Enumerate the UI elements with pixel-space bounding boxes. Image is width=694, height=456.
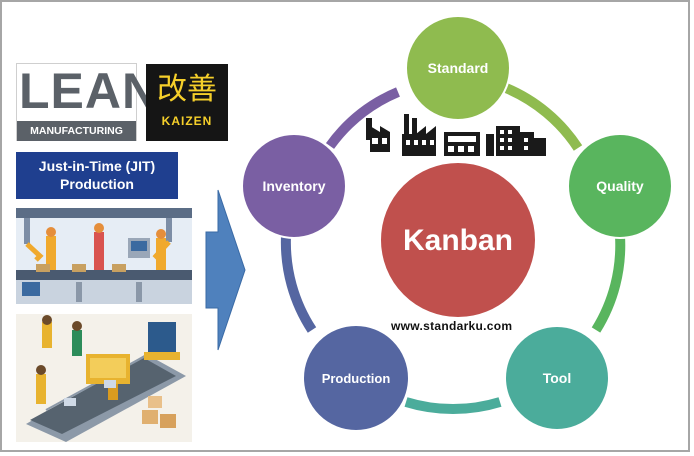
right-arrow-shape: [205, 189, 246, 351]
conveyor-workers-illustration: [16, 314, 192, 442]
ring-segment-tool-production: [404, 397, 502, 415]
factory-icon-4: [486, 126, 546, 156]
factory-icon-1: [366, 118, 390, 152]
jit-production-box: Just-in-Time (JIT) Production: [16, 152, 178, 199]
assembly-line-illustration: [16, 208, 192, 304]
factory-icon-2: [402, 114, 436, 156]
ring-segment-production-inventory: [280, 235, 317, 333]
node-tool-label: Tool: [543, 370, 572, 386]
node-inventory: Inventory: [241, 133, 347, 239]
lean-manufacturing-logo: LEAN MANUFACTURING: [16, 63, 160, 141]
node-inventory-label: Inventory: [262, 178, 325, 194]
website-text: www.standarku.com: [391, 319, 513, 333]
ring-segment-quality-tool: [591, 235, 626, 333]
kaizen-label: KAIZEN: [161, 114, 213, 128]
jit-line2: Production: [60, 176, 134, 192]
node-tool: Tool: [504, 325, 610, 431]
jit-line1: Just-in-Time (JIT): [38, 158, 156, 174]
kaizen-logo: 改善 KAIZEN: [146, 64, 228, 141]
lean-logo-subtitle: MANUFACTURING: [17, 121, 136, 141]
factory-icon-3: [444, 132, 480, 156]
factory-icons: [366, 114, 546, 156]
ring-segment-inventory-standard: [325, 87, 400, 149]
center-node-label: Kanban: [403, 224, 513, 257]
node-standard-label: Standard: [428, 60, 489, 76]
node-production: Production: [302, 324, 410, 432]
node-quality: Quality: [567, 133, 673, 239]
node-production-label: Production: [322, 371, 391, 386]
node-standard: Standard: [405, 15, 511, 121]
node-quality-label: Quality: [596, 178, 644, 194]
ring-segment-standard-quality: [504, 83, 583, 151]
lean-logo-word: LEAN: [19, 63, 160, 119]
center-node-circle: [379, 161, 537, 319]
kaizen-kanji: 改善: [157, 72, 217, 107]
